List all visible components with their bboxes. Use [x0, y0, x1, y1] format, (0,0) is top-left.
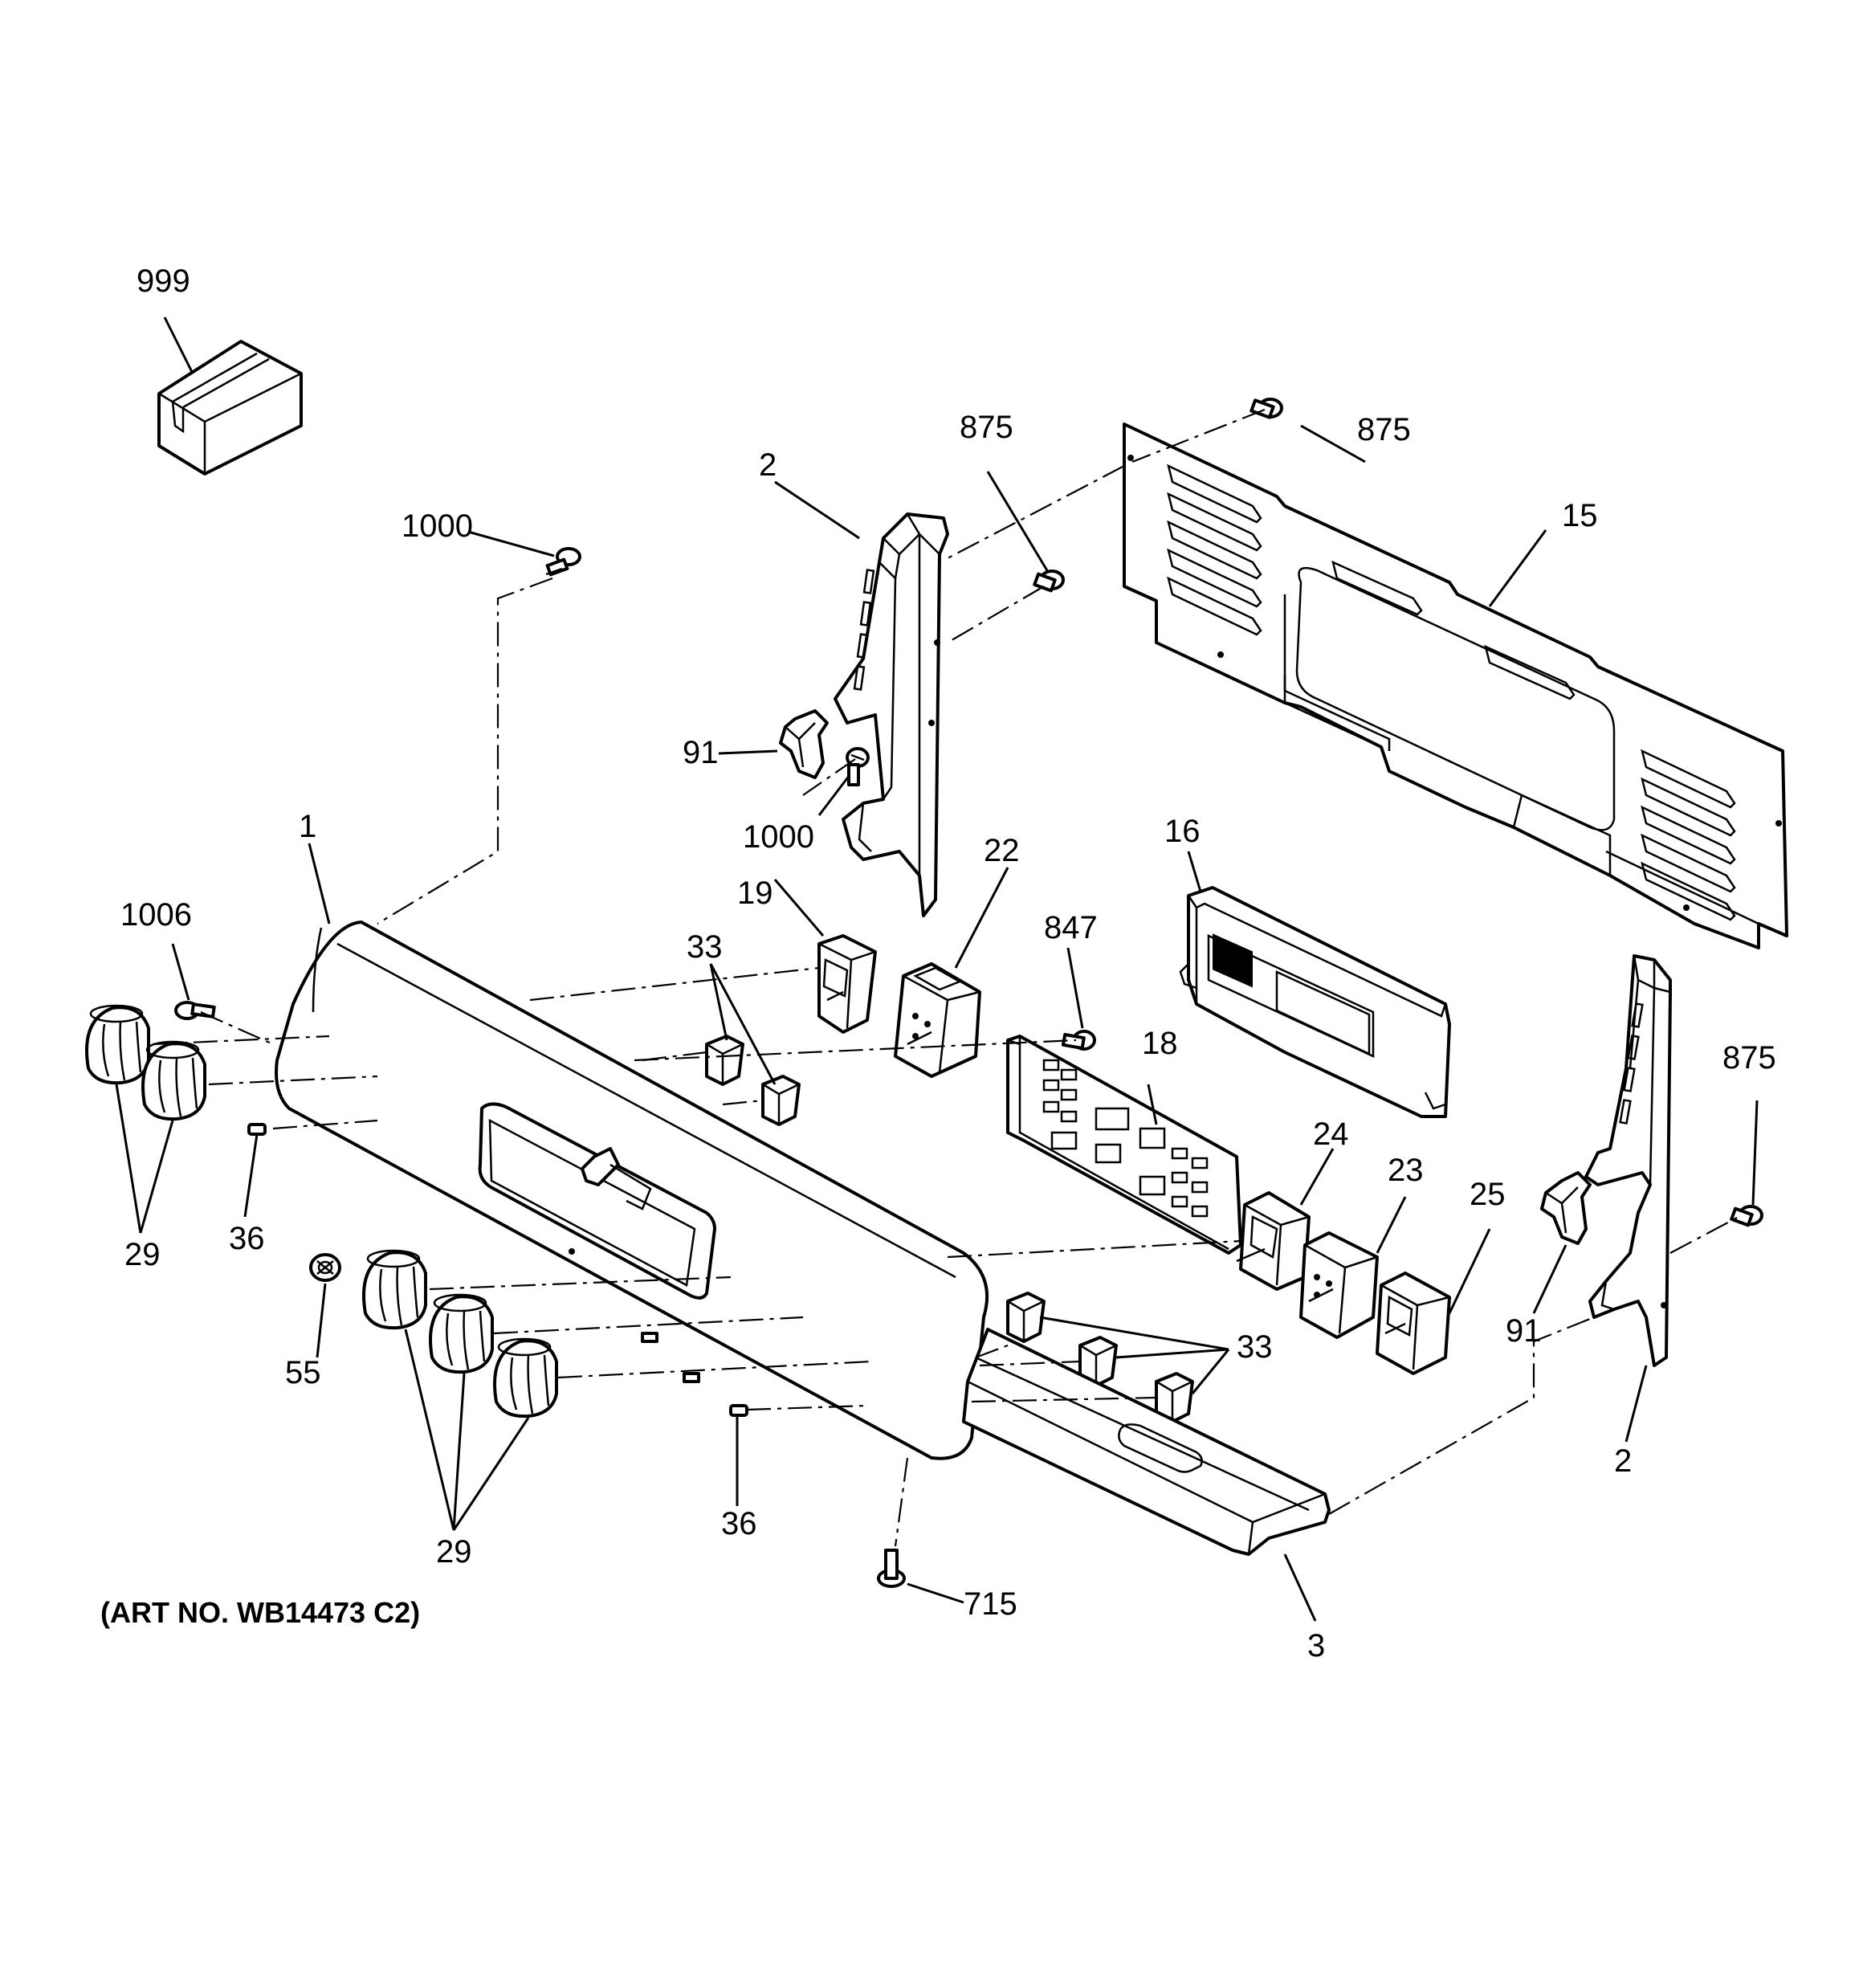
- part-1000-screw-top: [545, 547, 581, 577]
- callout-1000-lower: 1000: [743, 819, 814, 855]
- panel-shaft-stubs: [641, 1332, 700, 1383]
- part-2-left-end-bracket: [834, 512, 949, 917]
- callout-875-middle: 875: [960, 410, 1013, 445]
- knob-5: [493, 1337, 558, 1419]
- part-1000-screw-lower: [846, 747, 870, 786]
- callout-875-top-right: 875: [1357, 412, 1411, 447]
- callout-999: 999: [137, 263, 190, 299]
- callout-875-right: 875: [1722, 1040, 1776, 1076]
- part-15-rear-panel: [1123, 423, 1788, 949]
- knob-3: [362, 1249, 427, 1330]
- callout-24: 24: [1313, 1116, 1349, 1152]
- bracket-slots-right: [1619, 1002, 1644, 1125]
- callout-29-lower: 29: [436, 1534, 472, 1570]
- callout-2-right: 2: [1614, 1443, 1632, 1479]
- callout-847: 847: [1044, 910, 1098, 945]
- louvers-right: [1641, 749, 1736, 921]
- part-847-screw: [1061, 1030, 1096, 1051]
- part-55-washer: [309, 1253, 341, 1282]
- clip-33-a: [705, 1035, 744, 1086]
- callout-labels: 999 1000 2 875 875 15 91 1000 16 1 22 10…: [100, 263, 1776, 1663]
- callout-36-left: 36: [229, 1221, 265, 1256]
- callout-91-right: 91: [1506, 1313, 1542, 1349]
- callout-18: 18: [1142, 1026, 1178, 1061]
- bracket-slots: [853, 569, 875, 691]
- part-16-control-board: [1179, 886, 1451, 1118]
- part-875-screw-top-right: [1249, 398, 1283, 419]
- part-29-knobs: [85, 1004, 558, 1419]
- callout-33-lower: 33: [1237, 1329, 1273, 1365]
- callout-22: 22: [984, 833, 1020, 868]
- callout-1: 1: [299, 809, 316, 844]
- part-875-screw-middle: [1033, 569, 1065, 593]
- part-22-switch: [894, 962, 981, 1078]
- part-25-switch: [1376, 1272, 1451, 1375]
- part-19-switch: [817, 934, 877, 1034]
- callout-91-left: 91: [683, 735, 719, 770]
- callout-19: 19: [737, 876, 773, 911]
- art-number: (ART NO. WB14473 C2): [100, 1596, 420, 1629]
- part-18-control-panel: [1006, 1035, 1242, 1255]
- callout-36-right: 36: [721, 1506, 757, 1541]
- callout-1006: 1006: [120, 897, 192, 933]
- part-91-right-clip: [1540, 1171, 1592, 1245]
- louvers-left: [1167, 463, 1262, 636]
- part-1-backsplash: [275, 921, 989, 1460]
- assembly-lines: [152, 408, 1739, 1547]
- callout-1000-top: 1000: [402, 508, 473, 544]
- callout-15: 15: [1562, 498, 1598, 533]
- clip-33-c: [1006, 1292, 1046, 1343]
- part-715-screw: [877, 1549, 906, 1588]
- clip-33-b: [761, 1075, 801, 1126]
- callout-715: 715: [964, 1586, 1017, 1622]
- part-999-box: [157, 340, 303, 476]
- part-23-switch: [1299, 1231, 1379, 1339]
- part-91-left-clip: [779, 709, 829, 779]
- leader-lines: [115, 316, 1759, 1622]
- callout-29-left: 29: [124, 1237, 161, 1272]
- part-36-screw-left: [247, 1123, 267, 1136]
- callout-25: 25: [1470, 1177, 1506, 1212]
- part-24-switch: [1236, 1191, 1311, 1291]
- callout-23: 23: [1388, 1153, 1424, 1188]
- callout-3: 3: [1307, 1628, 1325, 1663]
- knob-1: [85, 1004, 150, 1085]
- callout-2-left: 2: [759, 447, 777, 483]
- knob-4: [429, 1293, 494, 1374]
- part-875-screw-right: [1730, 1205, 1763, 1227]
- callout-33-upper: 33: [687, 929, 723, 965]
- part-2-right-end-bracket: [1584, 954, 1672, 1367]
- callout-55: 55: [285, 1355, 321, 1390]
- callout-16: 16: [1164, 814, 1201, 849]
- part-1006-screw: [174, 1001, 216, 1020]
- knob-2: [141, 1040, 206, 1121]
- part-3-trim: [962, 1328, 1331, 1556]
- part-36-screw-right: [729, 1404, 748, 1417]
- panel-buttons: [1042, 1059, 1209, 1218]
